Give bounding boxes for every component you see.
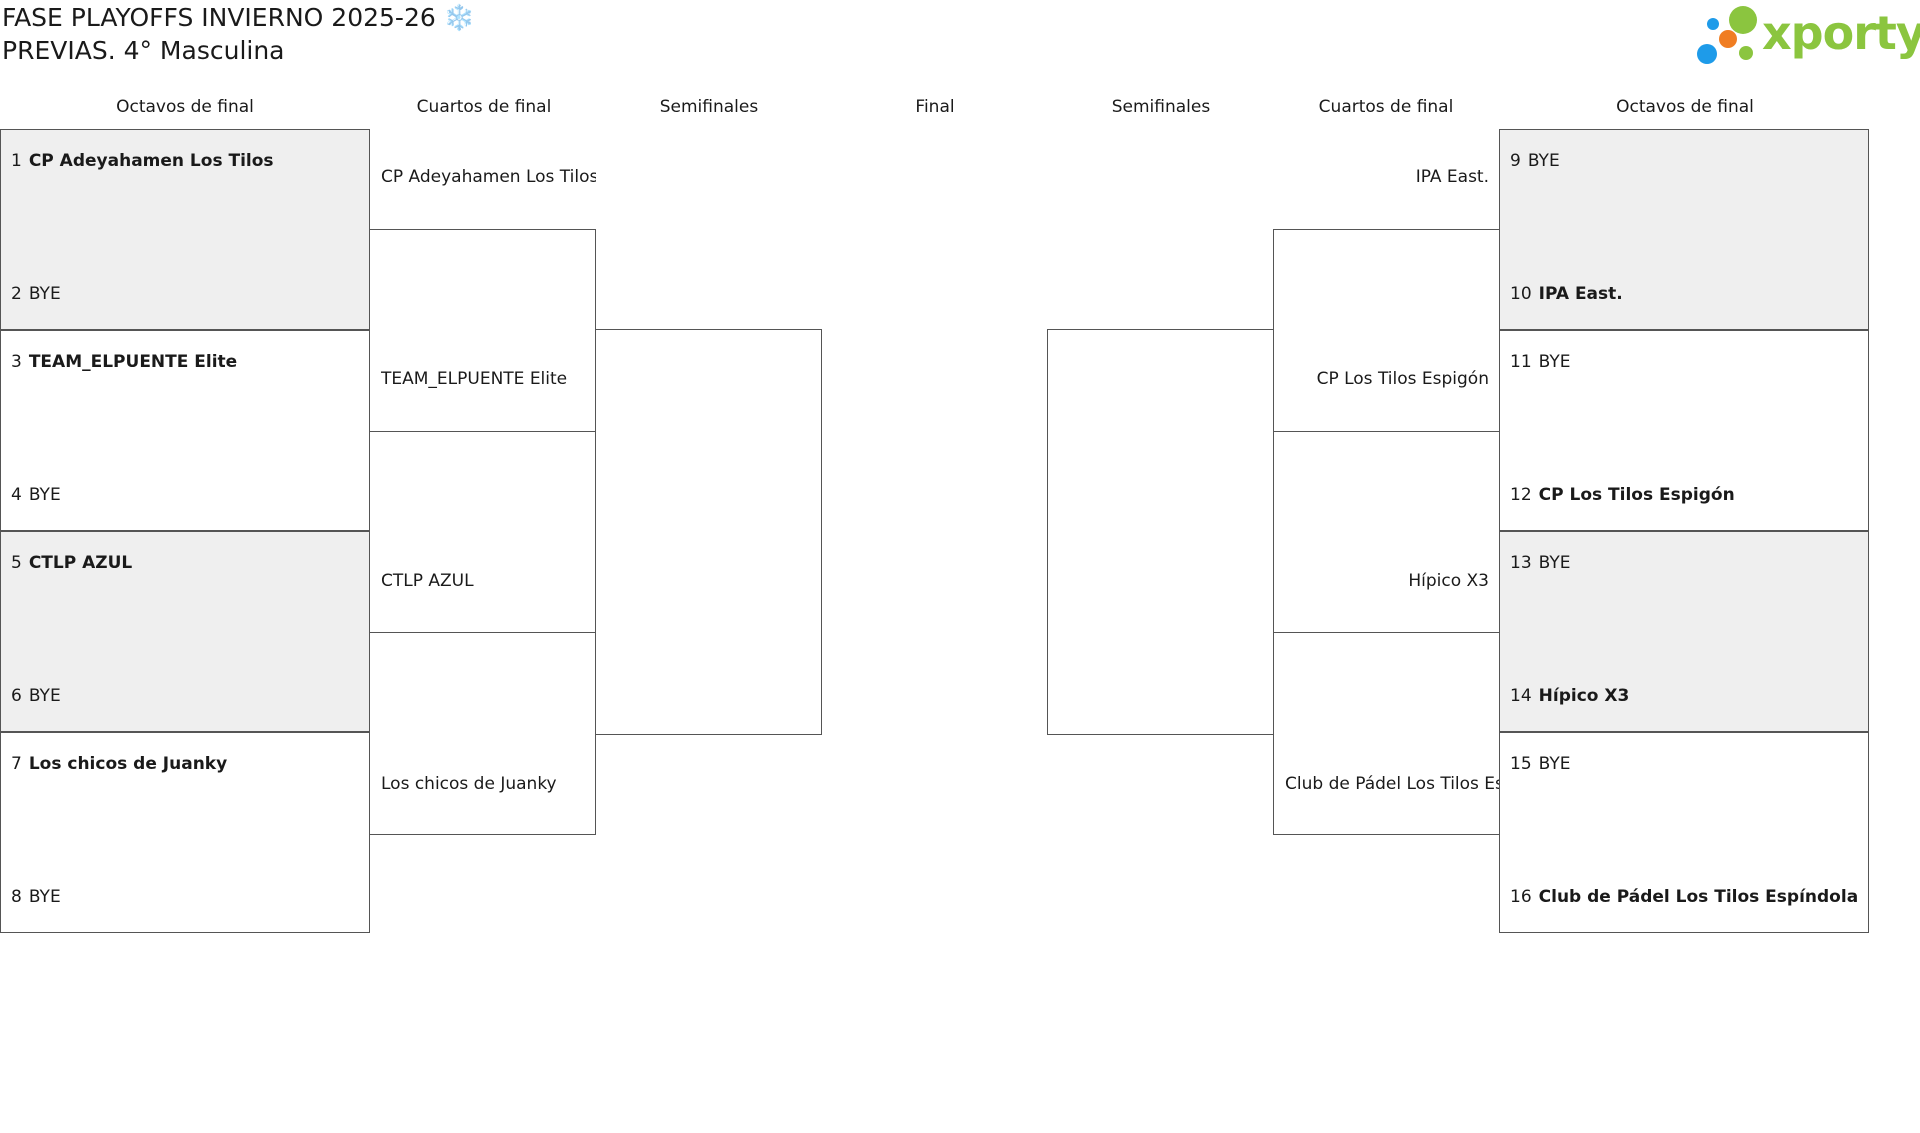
seed-number: 1 [11,151,22,171]
seed-number: 15 [1510,754,1532,774]
left-qf-team-2[interactable]: TEAM_ELPUENTE Elite [381,369,568,389]
col-head-right-r16: Octavos de final [1616,97,1754,117]
team-name: IPA East. [1538,284,1623,304]
team-name: Hípico X3 [1538,686,1630,706]
left-qf-team-3[interactable]: CTLP AZUL [381,571,474,591]
logo-dot-orange-icon [1719,30,1737,48]
team-name: BYE [28,284,61,304]
seed-number: 9 [1510,151,1521,171]
team-name: BYE [1538,754,1571,774]
seed-number: 7 [11,754,22,774]
logo-dot-green-icon [1729,6,1757,34]
team-name: CP Los Tilos Espigón [1538,485,1735,505]
team-name: BYE [28,686,61,706]
team-name: CTLP AZUL [28,553,133,573]
seed-number: 5 [11,553,22,573]
right-r16-match-4[interactable]: 15 BYE 16 Club de Pádel Los Tilos Espíndol… [1499,732,1869,933]
team-slot: 6 BYE [11,685,61,707]
right-r16-match-1[interactable]: 9 BYE 10 IPA East. [1499,129,1869,330]
seed-number: 14 [1510,686,1532,706]
page-title: FASE PLAYOFFS INVIERNO 2025-26 ❄️ [2,3,475,32]
left-sf-connector [595,329,822,735]
team-slot: 10 IPA East. [1510,283,1623,305]
left-qf-team-4[interactable]: Los chicos de Juanky [381,774,557,794]
team-slot: 2 BYE [11,283,61,305]
team-name: BYE [1538,553,1571,573]
seed-number: 2 [11,284,22,304]
seed-number: 13 [1510,553,1532,573]
team-name: BYE [28,485,61,505]
team-slot: 3 TEAM_ELPUENTE Elite [11,351,237,373]
right-qf-team-1[interactable]: IPA East. [1415,167,1489,187]
page-subtitle: PREVIAS. 4° Masculina [2,36,285,65]
right-qf-team-3[interactable]: Hípico X3 [1408,571,1489,591]
col-head-left-r16: Octavos de final [116,97,254,117]
team-name: TEAM_ELPUENTE Elite [28,352,238,372]
team-slot: 4 BYE [11,484,61,506]
xporty-logo[interactable]: xporty [1693,4,1920,66]
logo-dot-blue-icon [1697,44,1717,64]
left-r16-match-2[interactable]: 3 TEAM_ELPUENTE Elite 4 BYE [0,330,370,531]
team-slot: 9 BYE [1510,150,1560,172]
seed-number: 6 [11,686,22,706]
right-qf-connector-1 [1273,229,1500,432]
left-r16-match-3[interactable]: 5 CTLP AZUL 6 BYE [0,531,370,732]
col-head-right-qf: Cuartos de final [1318,97,1454,117]
seed-number: 11 [1510,352,1532,372]
col-head-right-sf: Semifinales [1111,97,1211,117]
right-qf-team-4[interactable]: Club de Pádel Los Tilos Espíndola [1285,774,1500,794]
team-slot: 14 Hípico X3 [1510,685,1629,707]
team-name: BYE [28,887,61,907]
col-head-left-qf: Cuartos de final [416,97,552,117]
seed-number: 12 [1510,485,1532,505]
team-name: Club de Pádel Los Tilos Espíndola [1538,887,1859,907]
logo-dot-green-small-icon [1739,46,1753,60]
team-slot: 11 BYE [1510,351,1571,373]
seed-number: 8 [11,887,22,907]
right-qf-connector-2 [1273,632,1500,835]
left-qf-team-1[interactable]: CP Adeyahamen Los Tilos [381,167,596,187]
team-slot: 1 CP Adeyahamen Los Tilos [11,150,274,172]
team-slot: 12 CP Los Tilos Espigón [1510,484,1735,506]
seed-number: 10 [1510,284,1532,304]
team-name: CP Adeyahamen Los Tilos [28,151,274,171]
team-name: BYE [1527,151,1560,171]
seed-number: 4 [11,485,22,505]
team-name: Los chicos de Juanky [28,754,228,774]
team-slot: 5 CTLP AZUL [11,552,132,574]
right-r16-match-3[interactable]: 13 BYE 14 Hípico X3 [1499,531,1869,732]
team-slot: 7 Los chicos de Juanky [11,753,227,775]
left-qf-connector-1 [369,229,596,432]
left-qf-connector-2 [369,632,596,835]
left-r16-match-1[interactable]: 1 CP Adeyahamen Los Tilos 2 BYE [0,129,370,330]
right-qf-team-2[interactable]: CP Los Tilos Espigón [1316,369,1489,389]
team-slot: 15 BYE [1510,753,1571,775]
team-slot: 13 BYE [1510,552,1571,574]
team-name: BYE [1538,352,1571,372]
right-r16-match-2[interactable]: 11 BYE 12 CP Los Tilos Espigón [1499,330,1869,531]
left-r16-match-4[interactable]: 7 Los chicos de Juanky 8 BYE [0,732,370,933]
team-slot: 8 BYE [11,886,61,908]
seed-number: 3 [11,352,22,372]
right-sf-connector [1047,329,1274,735]
logo-dot-blue-small-icon [1707,18,1719,30]
col-head-final: Final [915,97,955,117]
col-head-left-sf: Semifinales [659,97,759,117]
seed-number: 16 [1510,887,1532,907]
logo-wordmark: xporty [1762,6,1920,60]
team-slot: 16 Club de Pádel Los Tilos Espíndola [1510,886,1858,908]
